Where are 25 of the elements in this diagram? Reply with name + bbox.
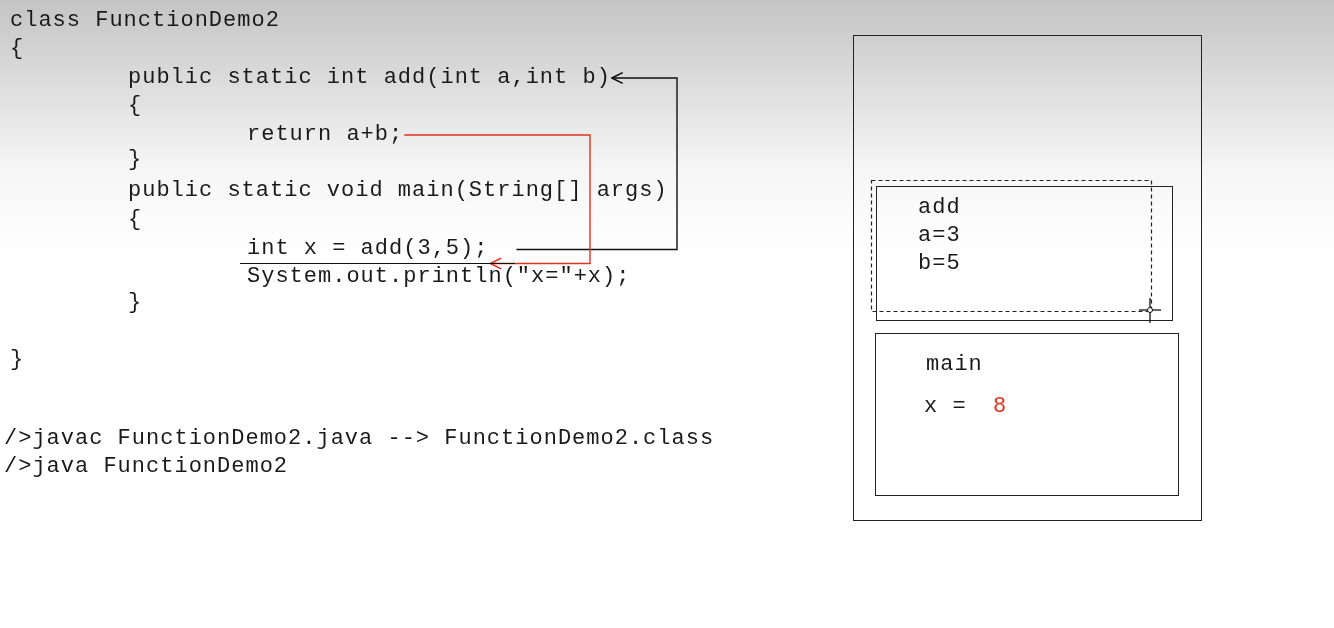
code-line: System.out.println("x="+x); [247,263,631,291]
frame-title: add [918,194,961,222]
class-declaration: class FunctionDemo2 [10,7,280,35]
variable-value: 8 [993,393,1008,421]
brace: } [128,289,143,317]
stack-frame-box [875,333,1179,496]
variable-assignment: b=5 [918,250,961,278]
brace: } [128,146,143,174]
variable-label: x = [924,393,967,421]
code-line: return a+b; [247,121,404,149]
method-declaration: public static void main(String[] args) [128,177,668,205]
stack-frame-box [876,186,1173,321]
brace: } [10,346,25,374]
frame-title: main [926,351,983,379]
code-line: public static int add(int a,int b) [128,64,611,92]
brace: { [10,35,25,63]
brace: { [128,92,143,120]
command-line: />java FunctionDemo2 [4,453,289,481]
brace: { [128,206,143,234]
stack-memory-box [853,35,1202,521]
arrow [515,71,678,251]
arrow [403,134,591,270]
code-line: int x = add(3,5); [240,235,516,264]
command-line: />javac FunctionDemo2.java --> FunctionDemo2.class [4,425,715,453]
variable-assignment: a=3 [918,222,961,250]
